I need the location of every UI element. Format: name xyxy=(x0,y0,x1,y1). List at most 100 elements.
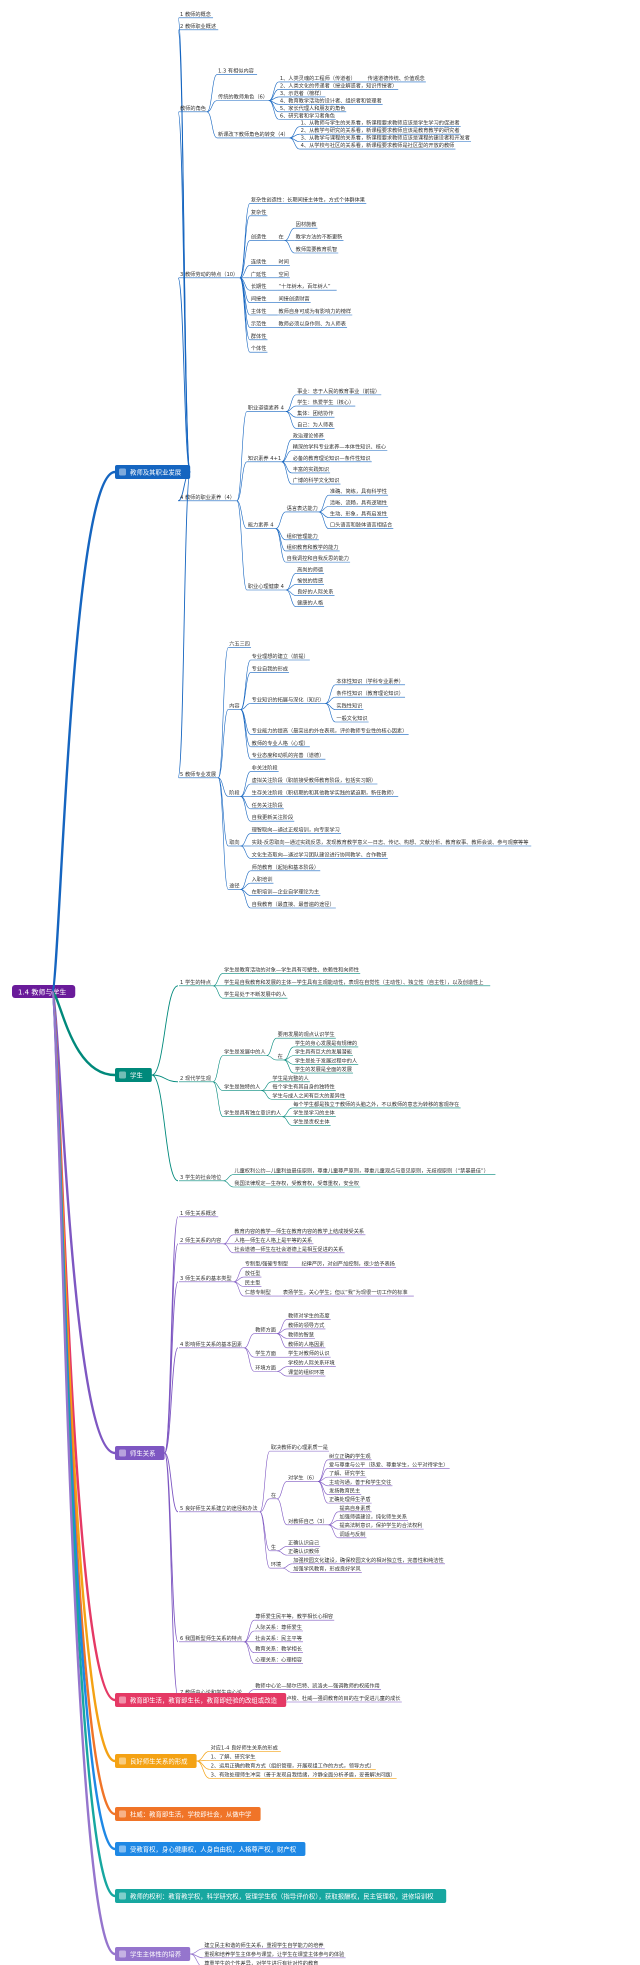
connector xyxy=(266,1037,277,1056)
subtopic-node: 教师方面 xyxy=(255,1326,276,1334)
subtopic-node: 学生是学习的主体 xyxy=(293,1109,335,1117)
branch-node-b7[interactable] xyxy=(115,1842,306,1856)
subtopic-node: 集体：团结协作 xyxy=(297,409,333,417)
subtopic-node: 丰富的实践知识 xyxy=(293,465,329,473)
subtopic-node: 口头语言和肢体语言相结合 xyxy=(330,521,393,529)
connector xyxy=(164,1347,179,1454)
subtopic-node: 正确认识自己 xyxy=(288,1538,319,1546)
subtopic-node: 环境 xyxy=(271,1560,281,1568)
connector xyxy=(328,1524,339,1539)
connector xyxy=(212,1081,224,1091)
subtopic-node: 途径 xyxy=(229,881,239,889)
connector xyxy=(240,709,251,735)
connector xyxy=(284,240,295,254)
subtopic-node: 尊重学生的个性差异，对学生进行有针对性的教育 xyxy=(204,1959,318,1965)
subtopic-node: 5 良好师生关系建立的途径和办法 xyxy=(180,1504,258,1512)
connector xyxy=(275,528,286,563)
connector xyxy=(259,1511,271,1569)
branch-label: 教师及其职业发展 xyxy=(130,467,182,476)
subtopic-node: 2 教师职业概述 xyxy=(180,22,216,30)
subtopic-node: 学生是责权主体 xyxy=(293,1117,330,1125)
subtopic-node: 清晰、流畅，具有逻辑性 xyxy=(330,498,387,506)
subtopic-node: 学生是发展中的人 xyxy=(224,1048,266,1056)
subtopic-node: 主体性 xyxy=(251,307,267,315)
subtopic-node: 空间 xyxy=(278,270,288,278)
subtopic-node: 爱与尊重与公平（热爱、尊重学生，公平对待学生） xyxy=(329,1460,448,1468)
subtopic-node: 4 影响师生关系的基本因素 xyxy=(180,1340,242,1348)
subtopic-node: 心理关系：心理相容 xyxy=(255,1655,302,1663)
subtopic-node: 教师中心论—赫尔巴特、凯洛夫—强调教师的权威作用 xyxy=(255,1682,380,1690)
subtopic-node: 1、了解、研究学生 xyxy=(211,1752,256,1760)
subtopic-node: 1.3 有相似内容 xyxy=(218,67,254,75)
connector xyxy=(217,777,229,890)
connector xyxy=(240,845,251,859)
connector xyxy=(206,74,218,113)
subtopic-node: 3 师生关系的基本类型 xyxy=(180,1274,232,1282)
subtopic-node: 广博的科学文化知识 xyxy=(293,476,340,484)
subtopic-node: 专制型/强硬专制型 xyxy=(245,1260,288,1268)
connector xyxy=(282,1116,293,1126)
connector xyxy=(240,889,251,909)
connector xyxy=(244,1641,255,1653)
subtopic-node: 生 xyxy=(271,1543,276,1551)
connector xyxy=(240,796,251,822)
subtopic-node: 要用发展的观点认识学生 xyxy=(278,1030,335,1038)
subtopic-node: 必备的教育理论知识—条件性知识 xyxy=(293,454,371,462)
subtopic-node: 六五三四 xyxy=(229,640,250,648)
subtopic-node: 学生与成人之间有巨大的差异性 xyxy=(272,1091,345,1099)
subtopic-node: 教育关系：教学相长 xyxy=(255,1645,303,1653)
connector xyxy=(240,771,251,797)
subtopic-node: 教师的领导方式 xyxy=(288,1321,325,1329)
branch-node-b8[interactable] xyxy=(115,1889,447,1903)
connector xyxy=(212,1081,224,1118)
connector xyxy=(164,1452,179,1697)
root-node[interactable] xyxy=(12,985,76,998)
subtopic-node: 能力素养 4 xyxy=(248,521,274,529)
branch-node-b9[interactable] xyxy=(115,1947,191,1961)
subtopic-node: 学生是具有独立意识的人 xyxy=(224,1109,281,1117)
subtopic-node: 重视和培养学生主体参与课堂，让学生在课堂主体参与的体验 xyxy=(204,1950,345,1958)
topic-icon xyxy=(119,1892,126,1900)
branch-node-relation[interactable] xyxy=(115,1446,165,1460)
connector xyxy=(282,1567,293,1573)
connector xyxy=(318,494,329,513)
connector xyxy=(164,1281,179,1454)
connector xyxy=(239,277,251,328)
subtopic-node: 1、人类灵魂的工程师（传道者） xyxy=(280,74,356,82)
topic-icon xyxy=(119,1845,126,1853)
connector xyxy=(217,709,229,779)
branch-label: 教育即生活，教育即生长，教育即经验的改组或改造 xyxy=(130,1695,278,1704)
subtopic-node: 职业心理健康 4 xyxy=(248,582,285,590)
connector xyxy=(244,1347,255,1372)
subtopic-node: 知识素养 4+1 xyxy=(248,454,281,462)
connector xyxy=(212,1055,224,1083)
branch-node-student[interactable] xyxy=(115,1068,152,1082)
subtopic-node: 传递道德传统、价值观念 xyxy=(368,74,425,82)
subtopic-node: 学生是自我教育和发展的主体—学生具有主观能动性，表现在自觉性（主动性）、独立性（… xyxy=(224,978,483,986)
branch-node-b5[interactable] xyxy=(115,1754,197,1768)
branch-node-b4[interactable] xyxy=(115,1693,287,1707)
connector xyxy=(240,709,251,748)
connector xyxy=(261,1081,272,1091)
branch-node-teacher[interactable] xyxy=(115,465,191,479)
subtopic-node: 仁慈专制型 xyxy=(245,1288,271,1296)
connector xyxy=(206,100,218,113)
branch-node-b6[interactable] xyxy=(115,1807,261,1821)
subtopic-node: 发扬教育民主 xyxy=(329,1486,360,1494)
connector xyxy=(239,277,251,353)
connector xyxy=(317,1459,329,1482)
subtopic-node: 实践-反思取向—通过实践反思，发现教育教学意义—日志、传记、构想、文献分析、教育… xyxy=(252,838,529,846)
connector xyxy=(259,1498,270,1513)
connector xyxy=(240,796,251,810)
subtopic-node: 在职培训—企业自学理论为主 xyxy=(252,888,319,896)
subtopic-node: 学生对教师的认识 xyxy=(288,1349,330,1357)
connector xyxy=(244,1641,255,1664)
subtopic-node: 学生是处于发展过程中的人 xyxy=(295,1056,357,1064)
subtopic-node: 社会道德—师生在社会道德上是相互促进的关系 xyxy=(234,1245,343,1253)
connector xyxy=(283,1059,294,1074)
subtopic-node: 课堂的组织环境 xyxy=(288,1368,324,1376)
connector xyxy=(206,111,218,139)
subtopic-node: 儿童权利公约—儿童利益最佳原则，尊重儿童尊严原则，尊重儿童观点与意见原则，无歧视… xyxy=(234,1167,488,1175)
subtopic-node: 自己：为人师表 xyxy=(297,420,334,428)
